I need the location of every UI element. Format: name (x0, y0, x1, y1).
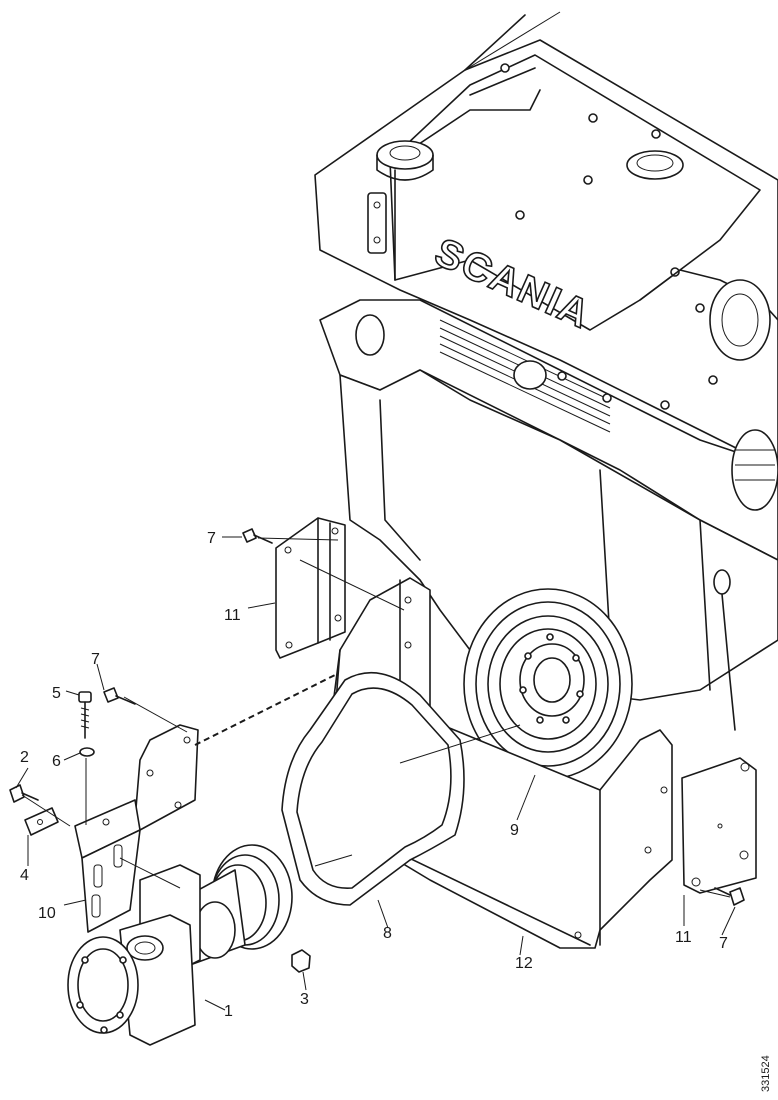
bolt-7-top (242, 528, 273, 544)
plate-4 (24, 807, 59, 836)
callout-7-top: 7 (207, 530, 216, 547)
v-belt (281, 672, 465, 906)
dipstick (713, 569, 736, 731)
callout-8: 8 (383, 925, 392, 942)
callout-5: 5 (52, 685, 61, 702)
bracket-11-left (275, 517, 346, 659)
bolt-7-mid (103, 687, 136, 705)
pump-assembly (67, 844, 293, 1046)
callout-1: 1 (224, 1003, 233, 1020)
engine-block: SCANIA (314, 11, 778, 894)
callout-6: 6 (52, 753, 61, 770)
callout-4: 4 (20, 867, 29, 884)
filler-cap (376, 140, 434, 181)
callout-3: 3 (300, 991, 309, 1008)
callout-7-mid: 7 (91, 651, 100, 668)
crankshaft-pulley (463, 588, 633, 780)
figure-id: 331524 (760, 1055, 772, 1092)
callout-11-left: 11 (224, 607, 241, 624)
bolt-5 (78, 691, 92, 739)
callout-leaders (15, 536, 736, 1011)
nut-3 (291, 949, 311, 973)
callout-7-right: 7 (719, 935, 728, 952)
callout-10: 10 (38, 905, 56, 922)
callout-12: 12 (515, 955, 533, 972)
bracket-10 (74, 724, 199, 933)
bolt-7-right (714, 887, 745, 906)
bolt-2 (9, 784, 39, 803)
callout-11-right: 11 (675, 929, 692, 946)
alignment-lines (21, 537, 731, 898)
washer-6 (79, 747, 95, 757)
callout-2: 2 (20, 749, 29, 766)
callout-9: 9 (510, 822, 519, 839)
